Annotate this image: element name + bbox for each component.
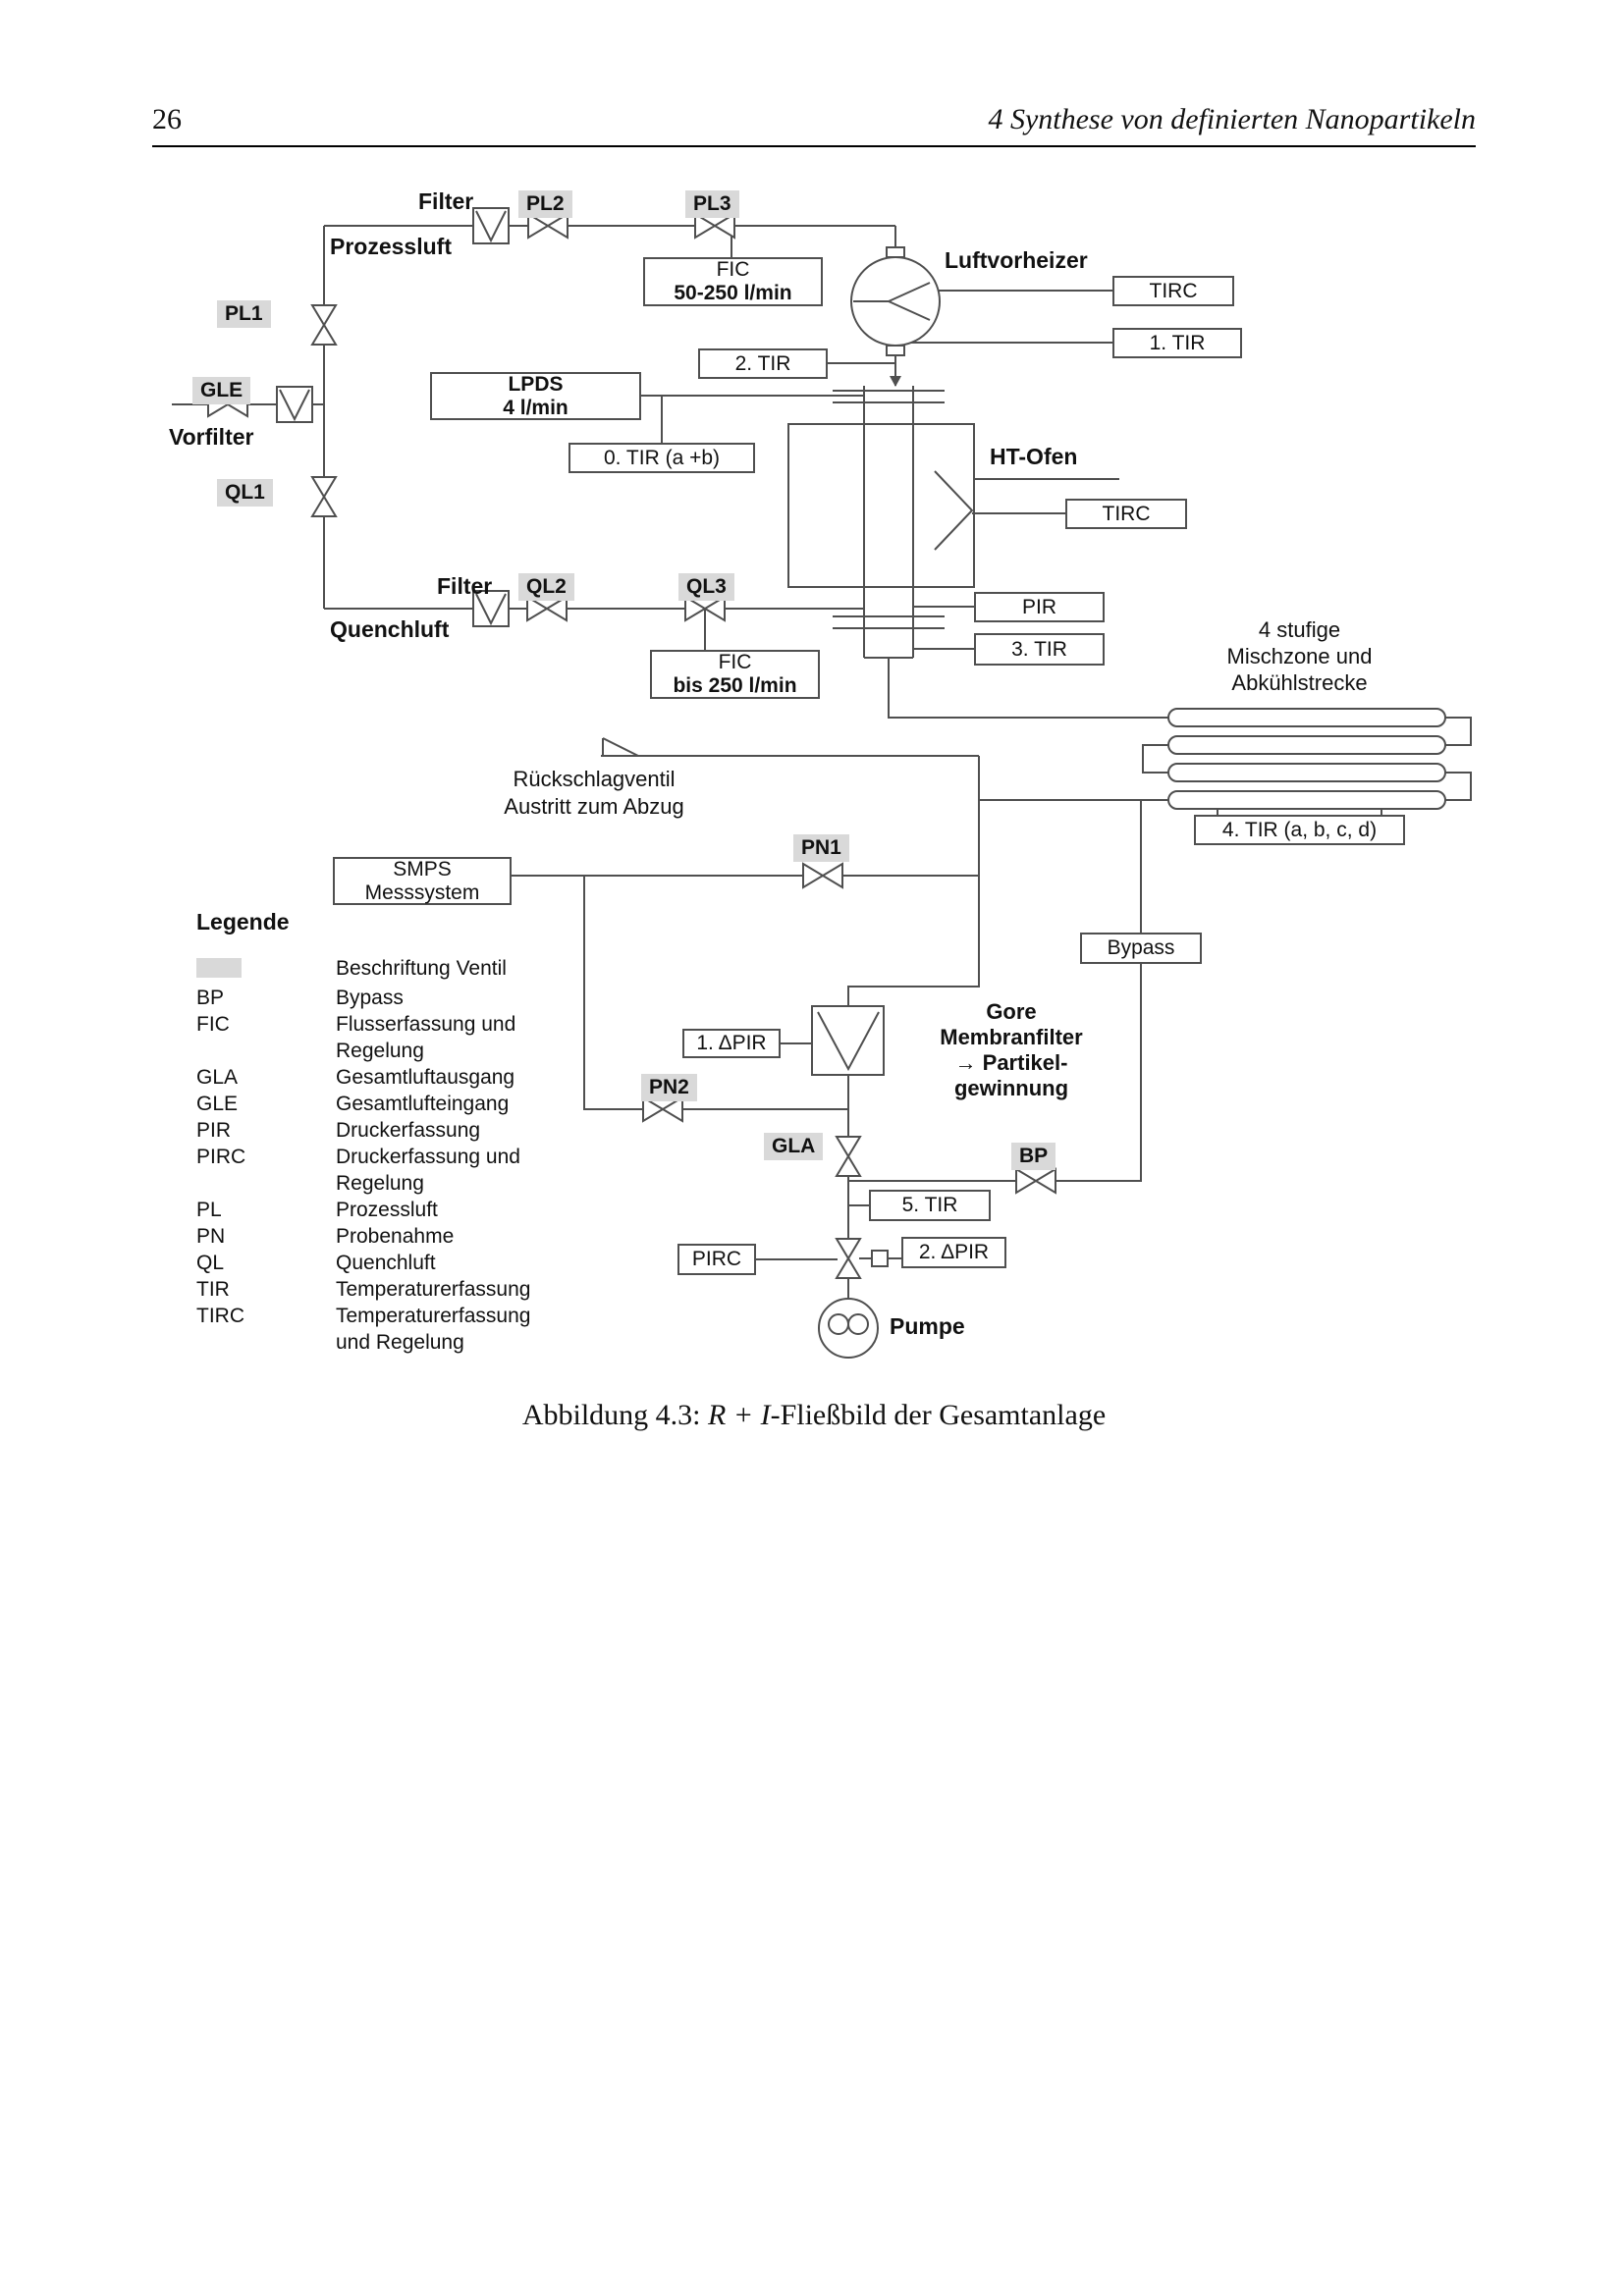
tir0-box: 0. TIR (a +b) [568, 443, 755, 473]
mixer-tube-3 [1167, 763, 1446, 782]
flow-arrow-icon [890, 376, 901, 387]
legend-item: QL Quenchluft [196, 1252, 436, 1274]
pumpe-label: Pumpe [890, 1313, 965, 1339]
legend-title: Legende [196, 909, 290, 934]
prozessluft-label: Prozessluft [330, 234, 452, 259]
legend: Legende Beschriftung Ventil BP Bypass FI… [196, 909, 658, 1356]
tir5-box: 5. TIR [869, 1190, 991, 1221]
legend-item: BP Bypass [196, 987, 404, 1009]
fic-prozessluft-box: FIC 50-250 l/min [643, 257, 823, 306]
mixer-tube-4 [1167, 790, 1446, 810]
mischzone-label: 4 stufige Mischzone und Abkühlstrecke [1226, 617, 1373, 695]
check-valve-icon [602, 737, 639, 757]
ht-furnace-outline [787, 423, 975, 588]
tirc-vorheizer-box: TIRC [1112, 276, 1234, 306]
tag-ql3: QL3 [678, 573, 734, 601]
filter-top-label: Filter [418, 188, 474, 214]
pirc-box: PIRC [677, 1244, 756, 1275]
filter-quench-label: Filter [437, 573, 493, 599]
legend-item: PIRC Druckerfassung und Regelung [196, 1146, 520, 1195]
vorfilter-label: Vorfilter [169, 424, 254, 450]
tag-bp: BP [1011, 1143, 1056, 1170]
vorfilter-icon [276, 386, 313, 423]
tir3-box: 3. TIR [974, 633, 1105, 666]
tag-gle: GLE [192, 377, 251, 404]
legend-item: TIR Temperaturerfassung [196, 1278, 531, 1301]
mixer-tube-1 [1167, 708, 1446, 727]
tirc-ofen-box: TIRC [1065, 499, 1187, 529]
pump-icon [818, 1298, 879, 1359]
tag-ql1: QL1 [217, 479, 273, 507]
pir-box: PIR [974, 592, 1105, 622]
pn1-valve-icon [802, 863, 843, 888]
membrane-filter-icon [811, 1005, 885, 1076]
pl1-valve-icon [311, 304, 337, 346]
legend-item: GLE Gesamtlufteingang [196, 1093, 510, 1115]
luftvorheizer-label: Luftvorheizer [945, 247, 1088, 273]
bypass-box: Bypass [1080, 933, 1202, 964]
ht-ofen-label: HT-Ofen [990, 444, 1078, 469]
legend-item: PN Probenahme [196, 1225, 455, 1248]
valve-actuator-icon [871, 1250, 889, 1267]
rueckschlagventil-label: Rückschlagventil Austritt zum Abzug [504, 767, 684, 819]
legend-item: TIRC Temperaturerfassung und Regelung [196, 1305, 531, 1354]
legend-item: FIC Flusserfassung und Regelung [196, 1013, 516, 1062]
fic-quenchluft-box: FIC bis 250 l/min [650, 650, 820, 699]
air-preheater-icon [850, 246, 941, 356]
header-rule [152, 145, 1476, 147]
legend-item: Beschriftung Ventil [196, 955, 658, 985]
legend-item: PIR Druckerfassung [196, 1119, 481, 1142]
process-air-filter-icon [472, 207, 510, 244]
bp-valve-icon [1015, 1168, 1056, 1194]
dpir1-box: 1. ΔPIR [682, 1029, 781, 1058]
tag-pl2: PL2 [518, 190, 572, 218]
tag-gla: GLA [764, 1133, 824, 1160]
dpir2-box: 2. ΔPIR [901, 1237, 1006, 1268]
gla-valve-icon [836, 1136, 861, 1177]
tag-pn2: PN2 [641, 1074, 697, 1101]
tir2-box: 2. TIR [698, 348, 828, 379]
lpds-box: LPDS 4 l/min [430, 372, 641, 420]
tag-pl1: PL1 [217, 300, 271, 328]
page-header: 26 4 Synthese von definierten Nanopartik… [152, 102, 1476, 137]
ql1-valve-icon [311, 476, 337, 517]
mixer-tube-2 [1167, 735, 1446, 755]
legend-item: PL Prozessluft [196, 1199, 438, 1221]
tag-pl3: PL3 [685, 190, 739, 218]
piping-lines [172, 225, 1472, 1299]
tag-ql2: QL2 [518, 573, 574, 601]
figure-caption: Abbildung 4.3: R + I-Fließbild der Gesam… [521, 1399, 1107, 1431]
chapter-header: 4 Synthese von definierten Nanopartikeln [988, 103, 1476, 135]
tag-pn1: PN1 [793, 834, 849, 862]
legend-item: GLA Gesamtluftausgang [196, 1066, 515, 1089]
tir4-box: 4. TIR (a, b, c, d) [1194, 815, 1405, 845]
quenchluft-label: Quenchluft [330, 616, 450, 642]
pump-control-valve-icon [836, 1238, 861, 1279]
tir1-box: 1. TIR [1112, 328, 1242, 358]
legend-valve-label-swatch [196, 958, 242, 978]
page-number: 26 [152, 103, 182, 135]
gore-membranfilter-label: Gore Membranfilter → Partikel- gewinnung [940, 999, 1083, 1100]
smps-box: SMPS Messsystem [333, 857, 512, 905]
furnace-heater-icon [934, 470, 974, 551]
